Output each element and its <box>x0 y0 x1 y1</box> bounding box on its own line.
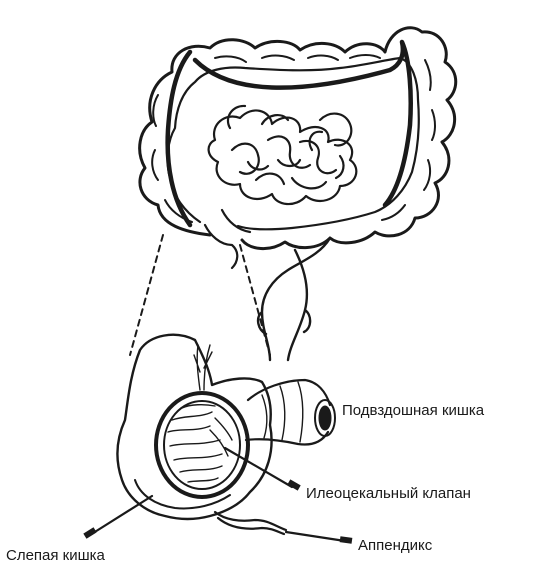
appendix-shape <box>215 512 286 534</box>
ileum-lumen <box>319 406 331 430</box>
leader-cecum-end <box>83 527 96 538</box>
haustra-left <box>152 95 192 222</box>
haustra-top <box>215 55 380 62</box>
ileum-folds <box>262 382 303 442</box>
valve-folds <box>168 405 232 482</box>
label-appendix: Аппендикс <box>358 538 432 553</box>
label-ileocecal-valve: Илеоцекальный клапан <box>306 486 471 501</box>
leader-cecum <box>90 496 152 535</box>
label-ileum: Подвздошная кишка <box>342 403 484 418</box>
label-cecum: Слепая кишка <box>6 548 105 563</box>
vessel-tuft <box>194 345 212 390</box>
leader-valve-end <box>287 479 300 490</box>
sigmoid-colon <box>258 238 330 360</box>
ileum-tube <box>246 380 330 445</box>
small-intestine-loops <box>209 106 357 204</box>
leader-appendix-end <box>340 536 353 544</box>
leader-appendix <box>286 532 345 541</box>
